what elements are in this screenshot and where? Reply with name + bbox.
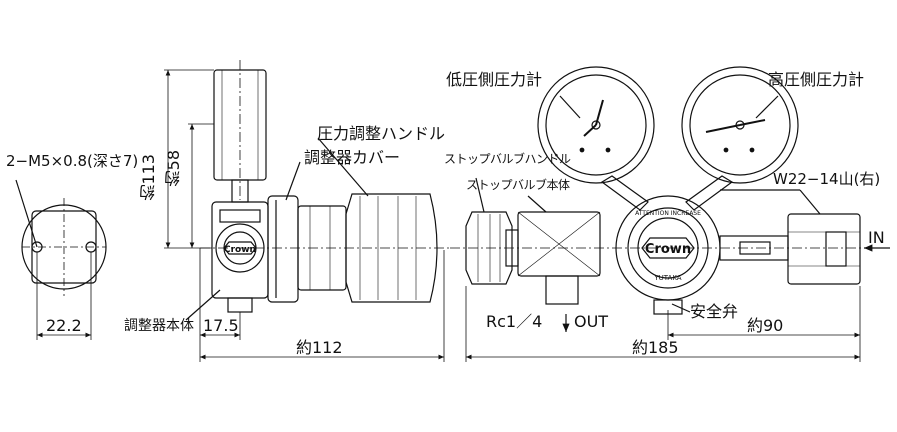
low-pressure-gauge-label: 低圧側圧力計	[446, 70, 543, 89]
dim-height-113: 約113	[139, 154, 158, 201]
dim-17-5: 17.5	[203, 316, 239, 335]
outlet-label: OUT	[574, 312, 609, 331]
safety-valve-label: 安全弁	[690, 302, 739, 321]
stop-valve-body-label: ストップバルブ本体	[466, 178, 570, 192]
pressure-handle-label: 圧力調整ハンドル	[317, 124, 446, 143]
svg-text:Crown: Crown	[645, 242, 691, 257]
port-thread-label: 2−M5×0.8(深さ7)	[6, 152, 139, 170]
svg-text:ATTENTION INCREASE: ATTENTION INCREASE	[635, 210, 701, 217]
inlet-label: IN	[868, 228, 885, 247]
dim-90: 約90	[747, 316, 784, 335]
svg-text:Crown: Crown	[224, 245, 256, 255]
dim-width-22-2: 22.2	[46, 316, 82, 335]
svg-text:YUTAKA: YUTAKA	[653, 274, 681, 282]
dim-185: 約185	[632, 338, 679, 357]
front-view: Crown YUTAKA ATTENTION INCREASE	[450, 66, 890, 362]
end-view	[15, 179, 107, 340]
regulator-body-label: 調整器本体	[124, 318, 194, 334]
dim-height-58: 約58	[164, 150, 183, 187]
outlet-port-label: Rc1／4	[486, 312, 543, 331]
stop-valve-handle-label: ストップバルブハンドル	[444, 152, 571, 166]
dim-length-112: 約112	[296, 338, 343, 357]
side-view: Crown	[164, 60, 450, 362]
regulator-cover-label: 調整器カバー	[304, 148, 401, 167]
high-pressure-gauge-label: 高圧側圧力計	[768, 70, 865, 89]
inlet-thread-label: W22−14山(右)	[773, 170, 881, 188]
